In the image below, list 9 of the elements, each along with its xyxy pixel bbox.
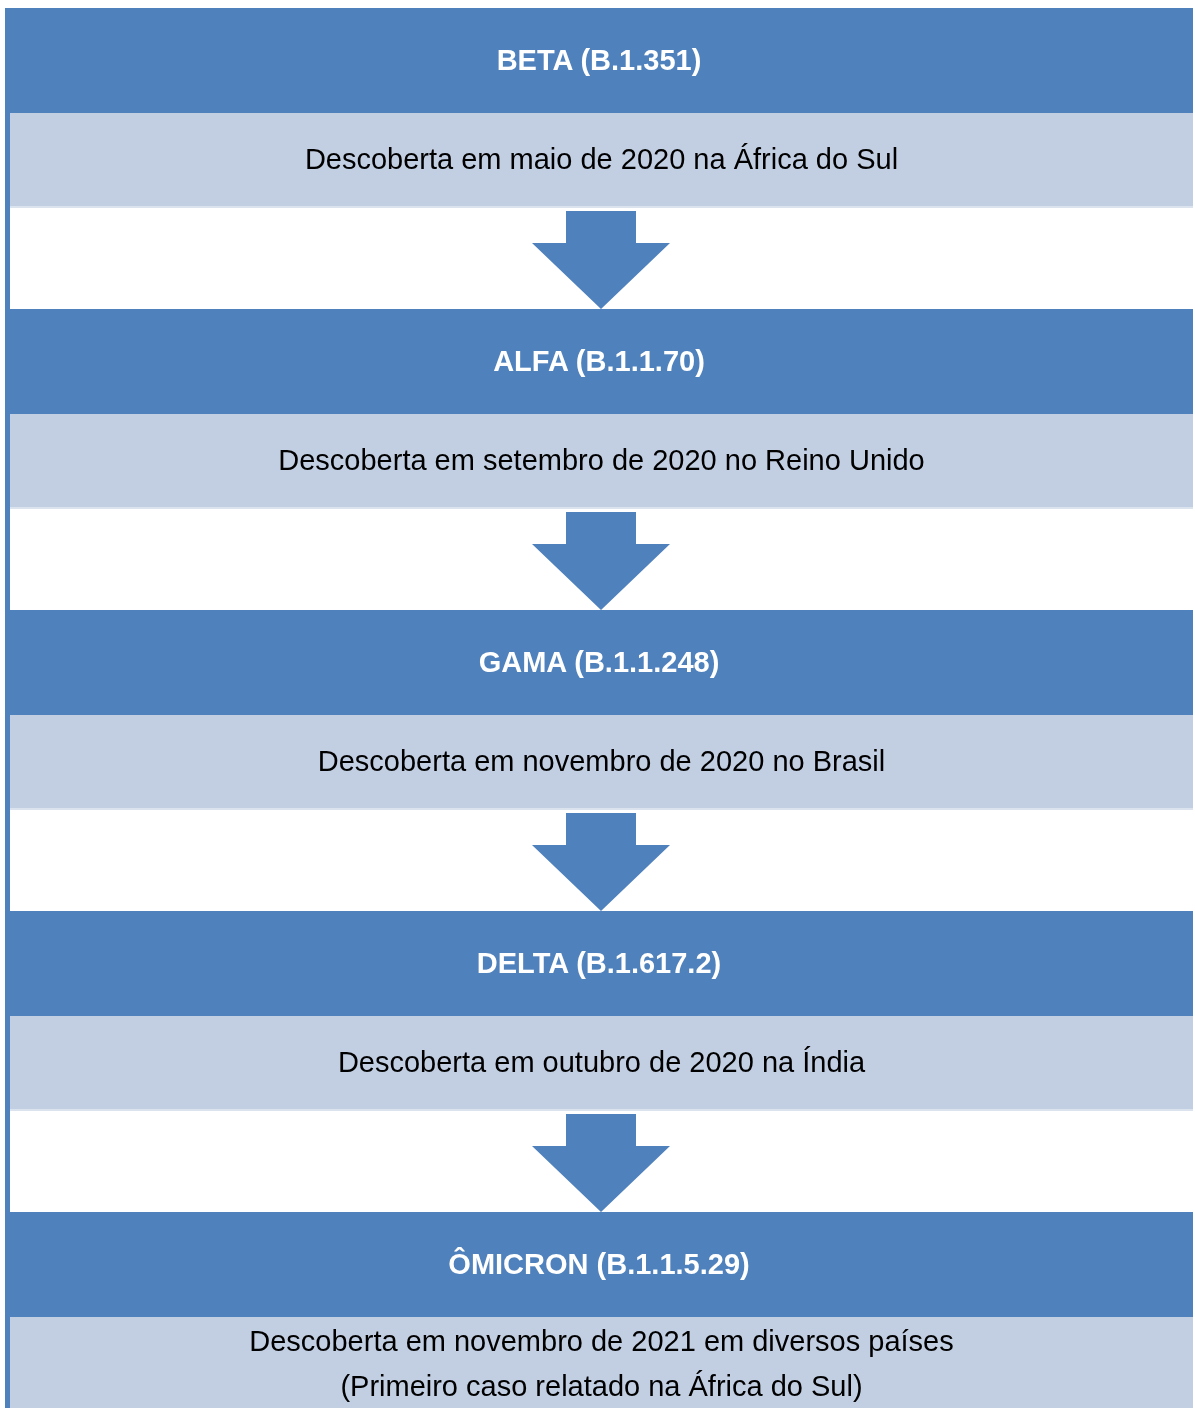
block-arrow	[532, 512, 670, 610]
block-arrow	[532, 813, 670, 911]
block-arrow	[532, 1114, 670, 1212]
discovery-note: Descoberta em novembro de 2021 em diversos países (Primeiro caso relatado na África do Sul)	[10, 1317, 1193, 1408]
discovery-note: Descoberta em maio de 2020 na África do Sul	[10, 113, 1193, 208]
discovery-note: Descoberta em setembro de 2020 no Reino Unido	[10, 414, 1193, 509]
block-arrow	[532, 211, 670, 309]
discovery-note: Descoberta em outubro de 2020 na Índia	[10, 1016, 1193, 1111]
discovery-note: Descoberta em novembro de 2020 no Brasil	[10, 715, 1193, 810]
